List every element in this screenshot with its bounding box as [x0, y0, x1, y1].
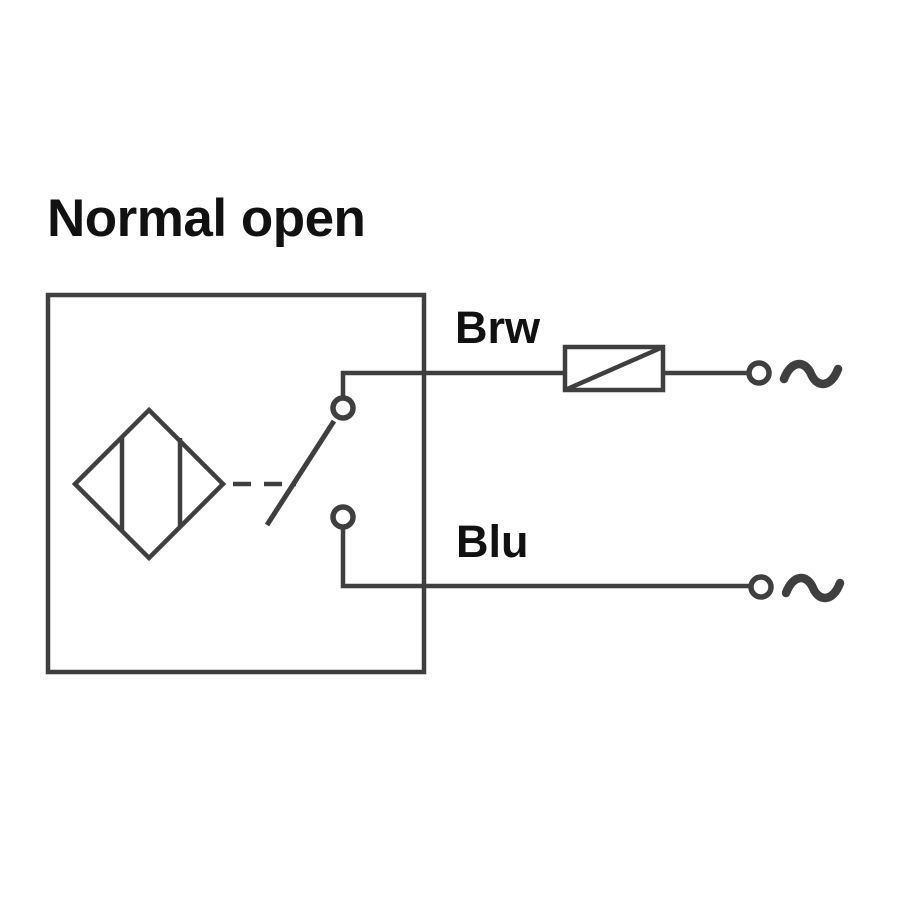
- blue-wire-label: Blu: [456, 516, 529, 567]
- supply-terminal-upper: [746, 360, 772, 386]
- sensor-enclosure-box: [45, 292, 427, 675]
- blue-wire-segment: [340, 528, 750, 589]
- proximity-sensor-diamond-icon: [71, 406, 227, 562]
- load-symbol-diagonal: [564, 344, 664, 393]
- ac-tilde-icon-upper: [779, 359, 843, 389]
- diagram-title: Normal open: [47, 189, 366, 248]
- brown-wire-label: Brw: [455, 302, 541, 353]
- switch-lever: [264, 419, 337, 527]
- brown-wire-segment-1: [340, 370, 565, 397]
- supply-terminal-lower: [748, 574, 774, 600]
- switch-contact-upper: [330, 395, 356, 421]
- ac-tilde-icon-lower: [781, 573, 845, 603]
- switch-contact-lower: [330, 504, 356, 530]
